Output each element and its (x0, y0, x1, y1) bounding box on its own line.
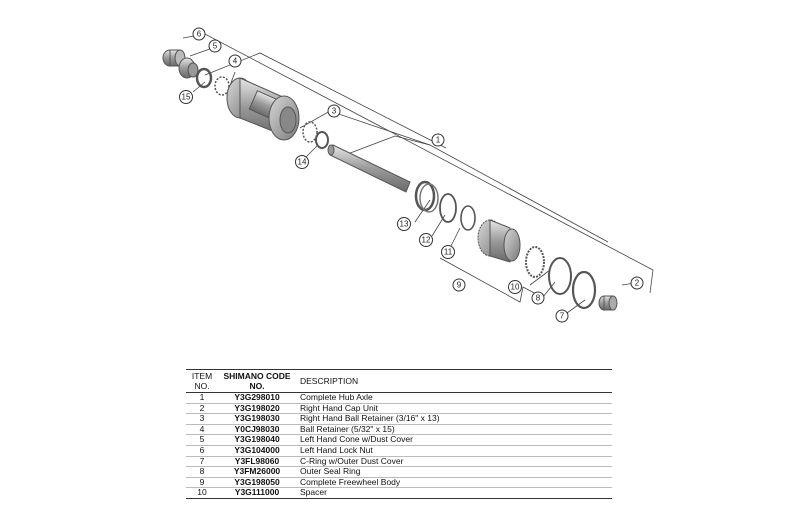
ring-13 (414, 180, 439, 213)
cell-description: Outer Seal Ring (296, 467, 612, 478)
washer-14 (315, 131, 329, 149)
cell-code: Y3G198040 (218, 435, 296, 446)
cell-code: Y3FL98060 (218, 456, 296, 468)
freewheel-body (477, 219, 521, 263)
left-cone (178, 57, 199, 79)
ball-retainer-4 (214, 76, 230, 96)
svg-text:3: 3 (332, 107, 337, 116)
cell-description: Right Hand Cap Unit (296, 403, 612, 415)
callout-12: 12 (419, 233, 433, 247)
cell-item: 10 (186, 488, 218, 499)
cell-code: Y3G198030 (218, 414, 296, 425)
svg-text:13: 13 (400, 220, 409, 229)
hub-parts (162, 49, 618, 311)
cell-item: 6 (186, 445, 218, 457)
svg-text:14: 14 (298, 158, 307, 167)
seal-ring-8 (548, 257, 572, 295)
cell-description: Complete Hub Axle (296, 392, 612, 404)
cell-item: 9 (186, 477, 218, 489)
hub-axle (327, 144, 411, 193)
svg-text:1: 1 (436, 136, 441, 145)
cell-description: Left Hand Lock Nut (296, 445, 612, 457)
svg-text:6: 6 (197, 30, 202, 39)
callout-11: 11 (441, 245, 455, 259)
cell-description: Ball Retainer (5/32" x 15) (296, 424, 612, 436)
cell-item: 4 (186, 424, 218, 436)
callout-13: 13 (397, 217, 411, 231)
cell-item: 1 (186, 392, 218, 404)
ball-retainer-15 (195, 67, 213, 89)
spacer-10 (525, 246, 545, 278)
svg-text:11: 11 (444, 248, 453, 257)
cell-code: Y0CJ98030 (218, 424, 296, 436)
header-code-no: SHIMANO CODE NO. (223, 371, 291, 391)
callout-10: 10 (508, 280, 522, 294)
cell-description: Left Hand Cone w/Dust Cover (296, 435, 612, 446)
cell-item: 5 (186, 435, 218, 446)
svg-text:8: 8 (536, 294, 541, 303)
cell-code: Y3G111000 (218, 488, 296, 499)
ball-retainer-3 (302, 121, 318, 143)
svg-text:2: 2 (635, 279, 640, 288)
cell-description: Right Hand Ball Retainer (3/16" x 13) (296, 414, 612, 425)
callout-15: 15 (179, 90, 193, 104)
cell-description: Spacer (296, 488, 612, 499)
callout-14: 14 (295, 155, 309, 169)
callout-5: 5 (208, 39, 222, 53)
callout-4: 4 (228, 54, 242, 68)
parts-table-header: ITEM NO. SHIMANO CODE NO. DESCRIPTION (186, 369, 612, 393)
cell-description: Complete Freewheel Body (296, 477, 612, 489)
header-item-no: ITEM NO. (191, 371, 213, 391)
svg-text:5: 5 (213, 42, 218, 51)
callout-1: 1 (431, 133, 445, 147)
c-ring-7 (571, 270, 597, 310)
svg-text:10: 10 (511, 283, 520, 292)
svg-text:9: 9 (457, 281, 462, 290)
ring-11 (460, 205, 476, 231)
cell-description: C-Ring w/Outer Dust Cover (296, 456, 612, 468)
svg-text:4: 4 (233, 57, 238, 66)
cell-code: Y3G198020 (218, 403, 296, 415)
exploded-hub-diagram: 6 5 4 15 3 1 14 13 12 11 9 10 8 7 2 (162, 27, 654, 323)
callout-8: 8 (531, 291, 545, 305)
callout-3: 3 (327, 104, 341, 118)
callout-7: 7 (555, 309, 569, 323)
cell-item: 8 (186, 467, 218, 478)
svg-text:7: 7 (560, 312, 565, 321)
cell-code: Y3FM26000 (218, 467, 296, 478)
cell-code: Y3G298010 (218, 392, 296, 404)
cell-code: Y3G198050 (218, 477, 296, 489)
header-description: DESCRIPTION (300, 376, 359, 386)
svg-text:12: 12 (422, 236, 431, 245)
callout-2: 2 (630, 276, 644, 290)
cell-code: Y3G104000 (218, 445, 296, 457)
ring-12 (439, 193, 457, 223)
cell-item: 3 (186, 414, 218, 425)
hub-shell (226, 77, 300, 141)
callout-9: 9 (452, 278, 466, 292)
right-hand-cap (598, 295, 618, 311)
svg-text:15: 15 (182, 93, 191, 102)
cell-item: 2 (186, 403, 218, 415)
callout-6: 6 (192, 27, 206, 41)
cell-item: 7 (186, 456, 218, 468)
